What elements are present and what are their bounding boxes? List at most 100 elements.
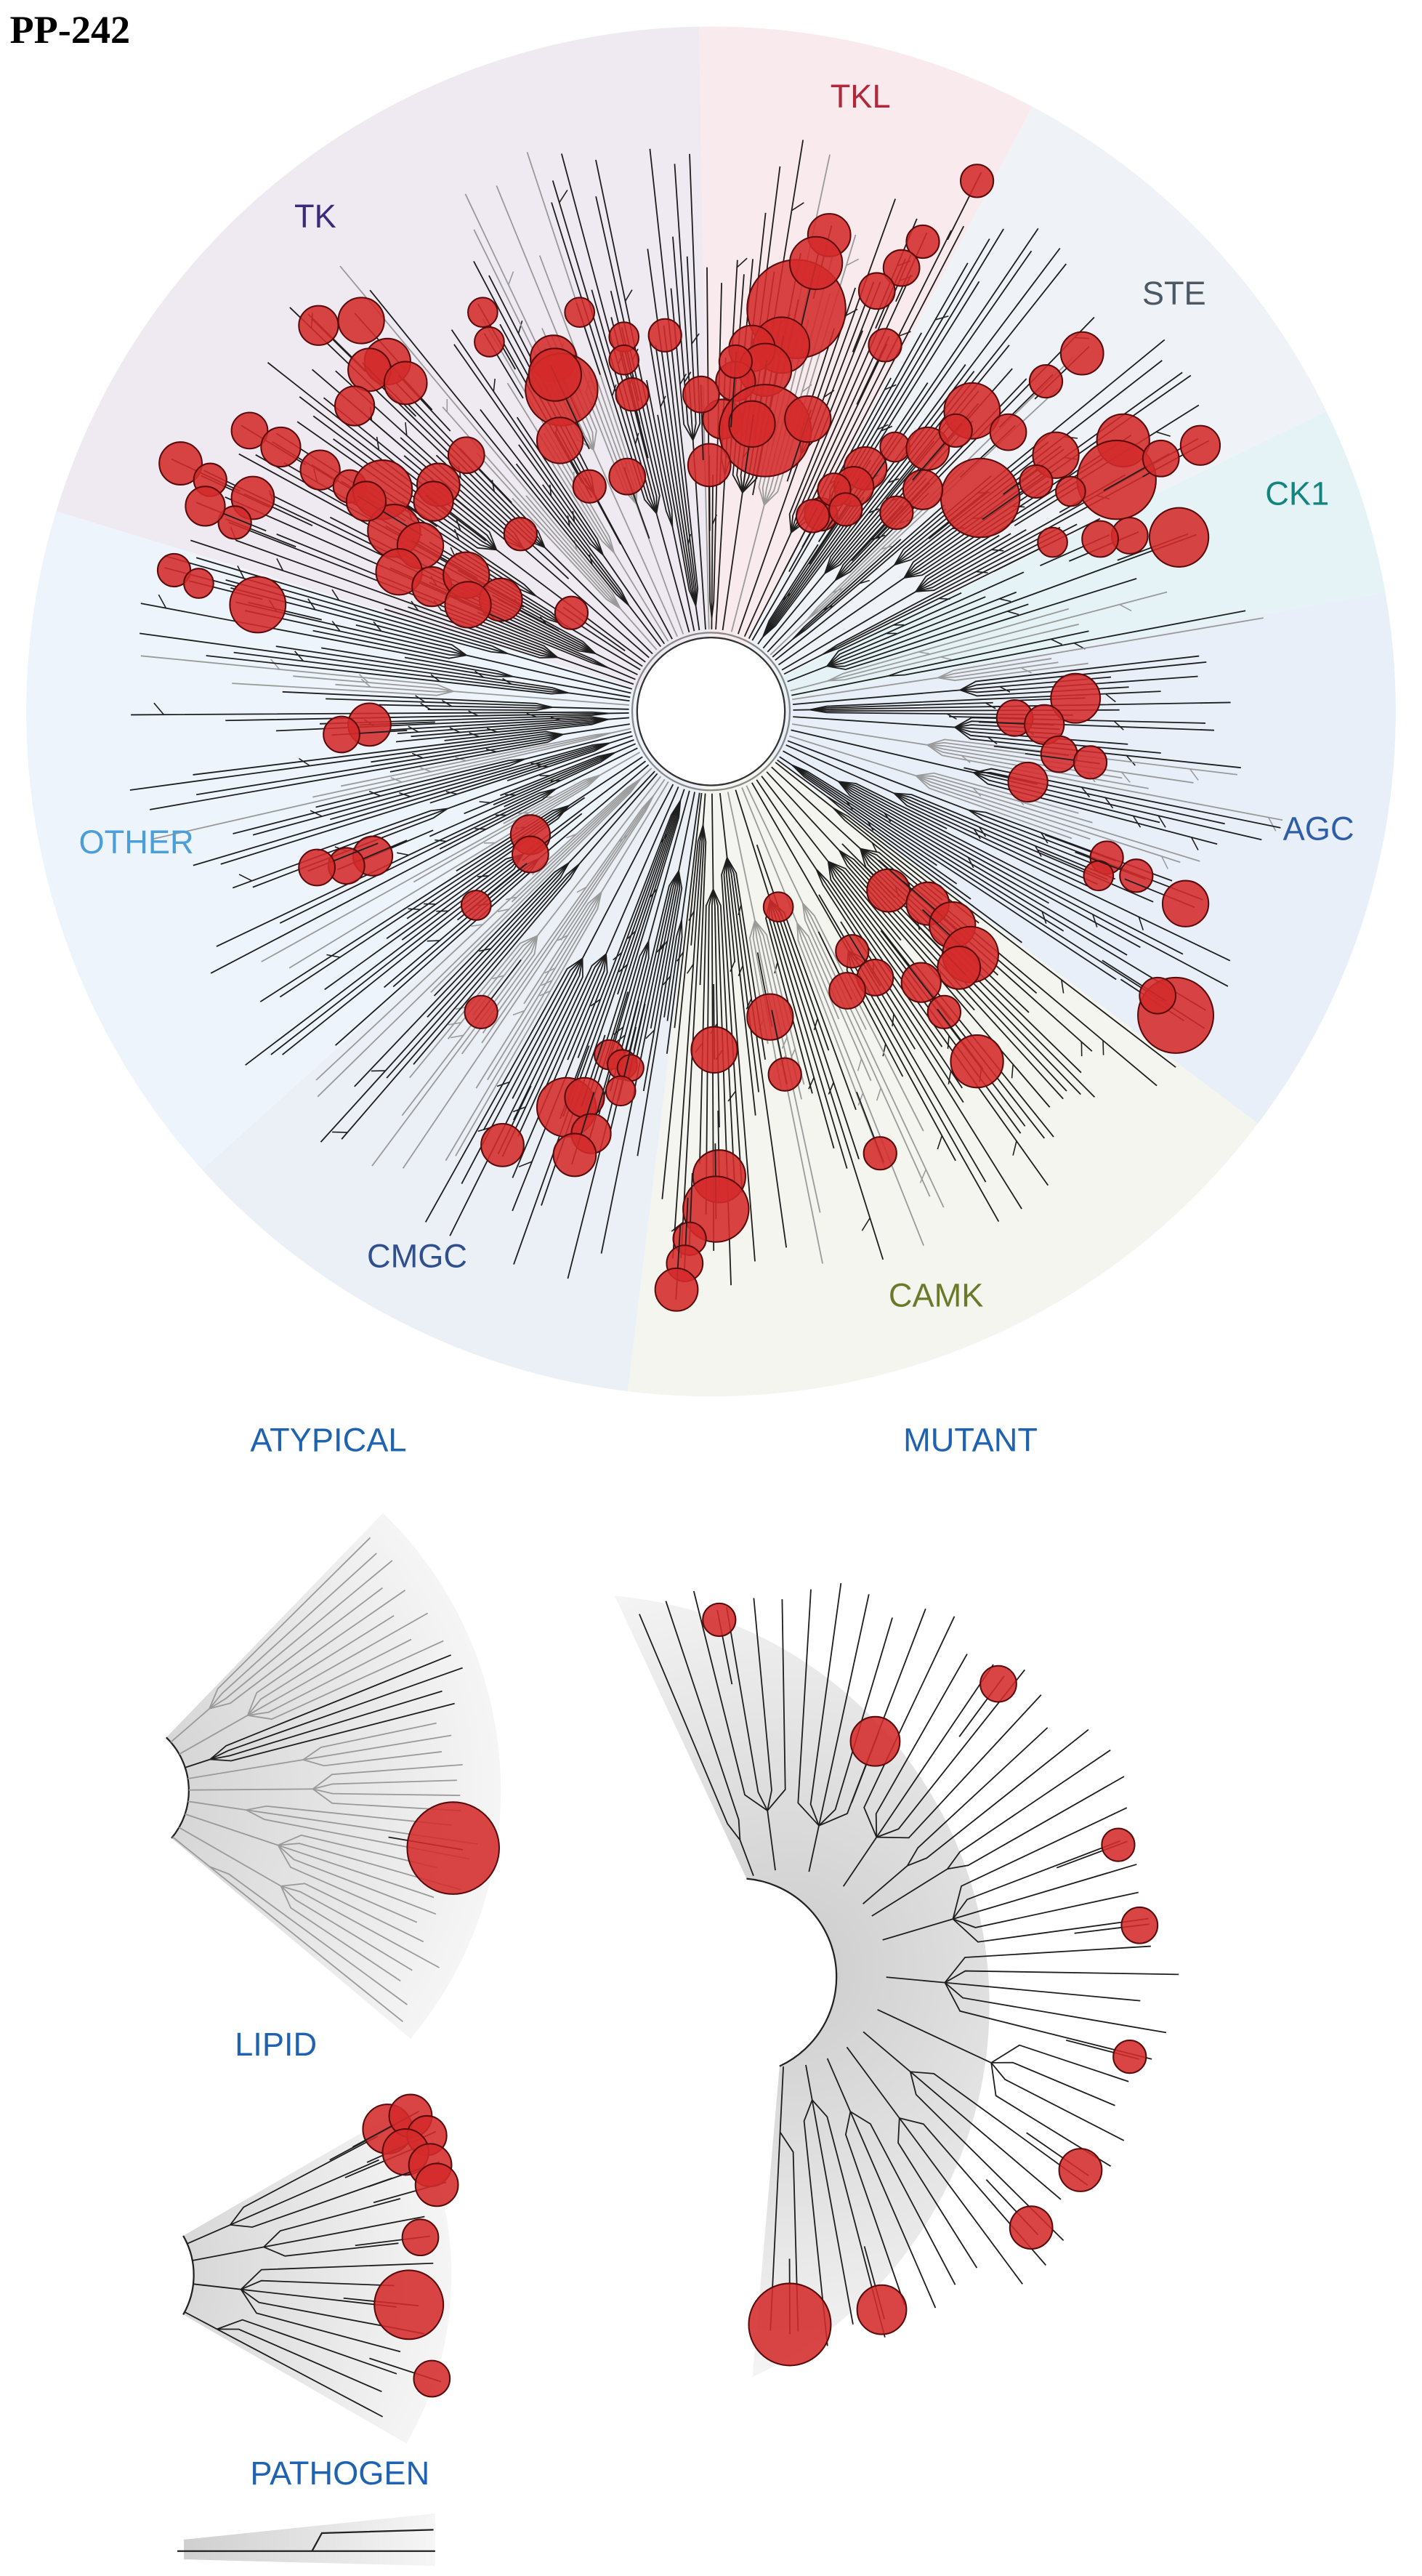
tree-branch xyxy=(886,1976,945,1984)
tree-branch xyxy=(839,850,1064,1100)
tree-branch xyxy=(894,792,1093,889)
inhibition-bubble xyxy=(682,375,720,414)
tree-branch-tick xyxy=(399,792,411,797)
tree-branch xyxy=(818,1608,926,1827)
tree-branch xyxy=(592,449,679,637)
tree-branch xyxy=(894,792,1116,880)
tree-branch xyxy=(711,793,714,890)
inhibition-bubble xyxy=(414,2162,459,2207)
fan-background xyxy=(614,1595,990,2378)
inhibition-bubble xyxy=(1037,526,1068,558)
tree-branch xyxy=(809,1583,842,1827)
tree-branch-tick xyxy=(1007,611,1019,616)
tree-branch xyxy=(960,661,1207,691)
tree-branch xyxy=(781,591,916,671)
sector-tkl xyxy=(699,26,1033,712)
sector-agc xyxy=(711,592,1396,1124)
tree-branch xyxy=(860,848,1082,1074)
tree-branch xyxy=(577,800,682,1058)
tree-branch xyxy=(496,185,597,450)
tree-branch xyxy=(839,850,975,1011)
tree-branch xyxy=(560,153,658,514)
tree-branch xyxy=(517,953,607,1137)
inhibition-bubble xyxy=(298,848,336,887)
inhibition-bubble xyxy=(857,272,896,310)
tree-branch xyxy=(247,1640,444,1720)
tree-branch xyxy=(210,788,557,974)
tree-branch xyxy=(607,667,636,680)
tree-branch xyxy=(216,788,557,947)
tree-branch xyxy=(647,790,690,942)
tree-branch xyxy=(187,1800,246,1811)
tree-branch xyxy=(600,781,669,893)
tree-branch xyxy=(312,1779,457,1790)
tree-branch-tick xyxy=(857,1058,863,1071)
pathogen-fan xyxy=(184,2513,435,2567)
tree-branch xyxy=(916,775,1181,864)
tree-branch-tick xyxy=(813,1018,818,1031)
inhibition-bubble xyxy=(605,1075,637,1107)
tree-branch xyxy=(674,164,694,440)
tree-branch-tick xyxy=(1020,667,1032,674)
tree-branch xyxy=(640,768,653,779)
tree-branch xyxy=(952,1840,1121,1920)
tree-branch-tick xyxy=(360,678,371,688)
tree-branch-tick xyxy=(238,874,252,882)
tree-branch xyxy=(945,1981,1141,2002)
tree-branch xyxy=(681,792,700,921)
tree-branch xyxy=(764,293,831,506)
tree-branch-tick xyxy=(738,965,744,977)
inhibition-bubble xyxy=(835,934,870,969)
tree-branch xyxy=(525,495,621,609)
tree-branch xyxy=(386,863,580,1079)
tree-branch xyxy=(241,2262,434,2290)
tree-branch xyxy=(899,2117,1046,2266)
tree-branch xyxy=(719,793,728,858)
inhibition-bubble xyxy=(552,1132,597,1178)
tree-branch xyxy=(757,636,764,645)
tree-branch xyxy=(451,329,604,555)
tree-branch xyxy=(192,2246,264,2261)
tree-branch xyxy=(389,733,564,773)
tree-branch xyxy=(355,624,467,656)
tree-branch xyxy=(661,825,704,1199)
tree-branch xyxy=(139,632,569,694)
tree-branch xyxy=(461,958,583,1184)
tree-branch-tick xyxy=(435,839,447,842)
tree-branch xyxy=(695,605,700,631)
tree-branch xyxy=(811,2099,854,2325)
tree-branch xyxy=(785,744,894,794)
inhibition-bubble xyxy=(959,164,995,198)
tree-branch xyxy=(947,1749,1111,1869)
inhibition-bubble xyxy=(608,457,647,496)
tree-branch xyxy=(927,744,1194,784)
inhibition-bubble xyxy=(536,416,584,464)
atypical-tree xyxy=(166,1513,501,2039)
tree-branch xyxy=(544,547,653,655)
tree-branch xyxy=(567,770,655,864)
tree-branch-tick xyxy=(1092,914,1098,927)
tree-branch xyxy=(445,892,602,1162)
tree-branch xyxy=(424,957,583,1223)
tree-branch xyxy=(653,778,666,797)
tree-branch xyxy=(838,781,1128,956)
tree-branch xyxy=(196,733,563,796)
inhibition-bubble xyxy=(298,305,339,346)
tree-branch-tick xyxy=(573,539,578,551)
tree-branch xyxy=(607,717,629,720)
inhibition-bubble xyxy=(926,994,962,1029)
tree-branch-tick xyxy=(730,961,735,972)
tree-branch xyxy=(828,861,902,941)
tree-branch-tick xyxy=(276,558,284,571)
tree-branch xyxy=(487,891,602,1081)
inhibition-bubble xyxy=(1019,464,1054,499)
tree-branch xyxy=(320,862,570,1143)
tree-branch xyxy=(228,521,558,659)
inhibition-bubble xyxy=(467,297,498,329)
tree-branch xyxy=(312,629,467,659)
family-label-cmgc: CMGC xyxy=(367,1237,467,1274)
tree-branch xyxy=(754,920,821,1213)
tree-branch xyxy=(952,1807,1128,1920)
tree-branch-tick xyxy=(450,1034,464,1039)
tree-branch xyxy=(741,140,804,493)
